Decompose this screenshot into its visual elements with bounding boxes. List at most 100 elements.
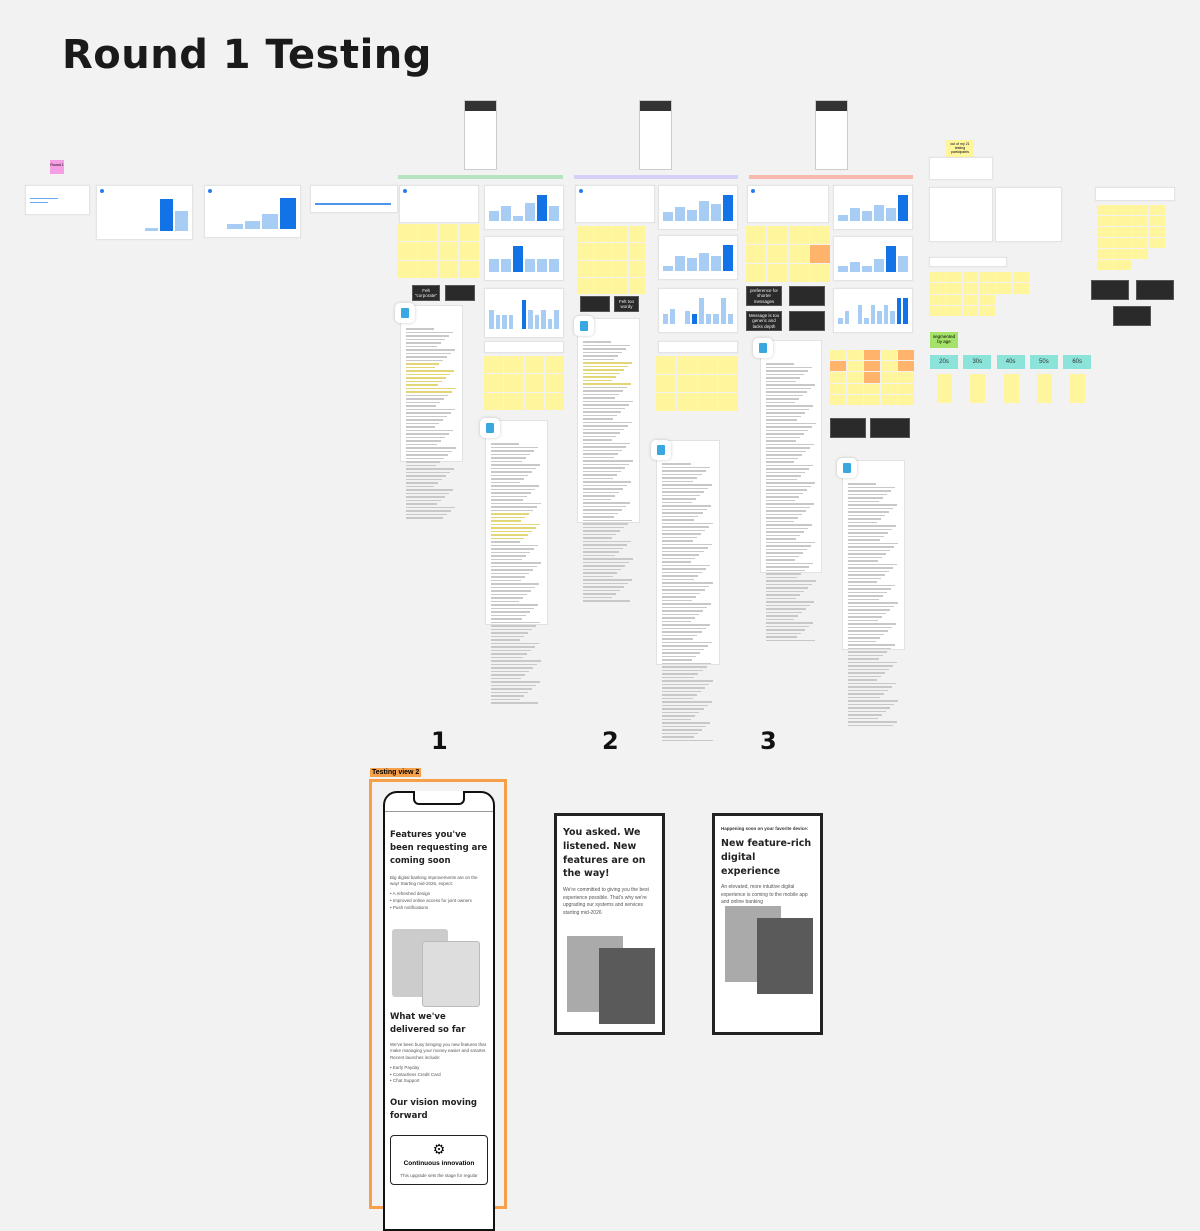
sticky-note[interactable] bbox=[504, 356, 524, 374]
chart-card[interactable] bbox=[658, 235, 738, 280]
question-card[interactable] bbox=[399, 185, 479, 223]
sticky-note[interactable] bbox=[996, 283, 1013, 294]
sticky-note[interactable] bbox=[979, 272, 996, 283]
sticky-note[interactable] bbox=[1114, 216, 1131, 226]
sticky-note[interactable] bbox=[438, 242, 459, 260]
sticky-note[interactable] bbox=[1114, 238, 1131, 248]
note[interactable] bbox=[1136, 280, 1174, 300]
sticky-note[interactable] bbox=[524, 374, 544, 392]
sticky-note[interactable] bbox=[1114, 205, 1131, 215]
sticky-note[interactable] bbox=[746, 245, 767, 263]
sticky-note[interactable] bbox=[962, 272, 979, 283]
sticky-note[interactable] bbox=[881, 350, 897, 361]
note[interactable] bbox=[445, 285, 475, 301]
sticky-note[interactable] bbox=[544, 392, 564, 410]
sticky-note[interactable] bbox=[397, 242, 417, 260]
sticky-note[interactable] bbox=[1114, 227, 1131, 237]
sticky-note[interactable] bbox=[1148, 227, 1165, 237]
transcript-doc[interactable] bbox=[842, 460, 905, 726]
sticky-note[interactable] bbox=[945, 272, 962, 283]
sticky-note[interactable] bbox=[459, 260, 479, 278]
sticky-note[interactable] bbox=[929, 294, 945, 305]
sticky-note[interactable] bbox=[594, 243, 611, 260]
note[interactable] bbox=[789, 286, 825, 306]
sticky-note[interactable] bbox=[611, 277, 628, 294]
transcript-doc[interactable] bbox=[577, 318, 640, 602]
phone-thumbnail[interactable] bbox=[815, 100, 848, 170]
sticky-note[interactable] bbox=[830, 372, 846, 383]
transcript-doc[interactable] bbox=[760, 340, 822, 641]
transcript-doc[interactable] bbox=[656, 440, 720, 741]
sticky-note[interactable] bbox=[1097, 216, 1114, 226]
chart-card[interactable] bbox=[833, 288, 913, 333]
sticky-note[interactable] bbox=[524, 392, 544, 410]
note[interactable] bbox=[870, 418, 910, 438]
table-card[interactable] bbox=[995, 187, 1062, 242]
participants-sticky[interactable]: out of my 21 testing participants bbox=[946, 140, 974, 158]
note-preference-shorter[interactable]: preference for shorter messages bbox=[746, 286, 782, 306]
note[interactable] bbox=[1091, 280, 1129, 300]
sticky-note[interactable] bbox=[577, 260, 594, 277]
sticky-note[interactable] bbox=[438, 224, 459, 242]
note-felt-corporate[interactable]: Felt "corporate" bbox=[412, 285, 440, 301]
sticky-note[interactable] bbox=[898, 372, 914, 383]
question-card[interactable] bbox=[747, 185, 829, 223]
sticky-note[interactable] bbox=[438, 260, 459, 278]
sticky-note[interactable] bbox=[594, 260, 611, 277]
question-card[interactable] bbox=[575, 185, 655, 223]
sticky-note[interactable] bbox=[1131, 227, 1148, 237]
note-felt-too-wordy[interactable]: Felt too wordy bbox=[614, 296, 639, 312]
sticky-note[interactable] bbox=[628, 226, 645, 243]
sticky-note[interactable] bbox=[1132, 260, 1148, 270]
sticky-note[interactable] bbox=[1131, 205, 1148, 215]
sticky-note[interactable] bbox=[594, 226, 611, 243]
sticky-note[interactable] bbox=[929, 283, 945, 294]
phone-thumbnail[interactable] bbox=[639, 100, 672, 170]
sticky-note[interactable] bbox=[459, 242, 479, 260]
sticky-note[interactable] bbox=[1149, 249, 1165, 259]
sticky-note[interactable] bbox=[577, 226, 594, 243]
sticky-note[interactable] bbox=[788, 264, 809, 282]
sticky-note[interactable] bbox=[830, 383, 846, 394]
sticky-note[interactable] bbox=[1097, 249, 1114, 259]
sticky-note[interactable] bbox=[1013, 295, 1029, 305]
sticky-note[interactable] bbox=[676, 356, 697, 374]
frame-label[interactable]: Testing view 2 bbox=[370, 768, 422, 777]
sticky-note[interactable] bbox=[746, 264, 767, 282]
sticky-note[interactable] bbox=[484, 374, 504, 392]
sticky-note[interactable] bbox=[881, 361, 897, 372]
sticky-note[interactable] bbox=[945, 283, 962, 294]
question-card[interactable] bbox=[1095, 187, 1175, 201]
sticky-note[interactable] bbox=[1097, 260, 1114, 270]
sticky-note[interactable] bbox=[656, 356, 676, 374]
phone-thumbnail[interactable] bbox=[464, 100, 497, 170]
note[interactable] bbox=[789, 311, 825, 331]
age-group-20s[interactable]: 20s bbox=[930, 355, 958, 369]
sticky-note[interactable] bbox=[484, 356, 504, 374]
variant-3-frame[interactable]: Happening soon on your favorite device: … bbox=[712, 813, 823, 1035]
sticky-note[interactable] bbox=[1149, 260, 1165, 270]
question-card[interactable] bbox=[484, 341, 564, 353]
sticky-note[interactable] bbox=[417, 242, 438, 260]
sticky-note[interactable] bbox=[788, 245, 809, 263]
sticky-note[interactable] bbox=[1097, 205, 1114, 215]
sticky-note[interactable] bbox=[611, 226, 628, 243]
sticky-note[interactable] bbox=[1148, 238, 1165, 248]
sticky-note[interactable] bbox=[830, 361, 846, 372]
sticky-note[interactable] bbox=[937, 374, 952, 403]
sticky-note[interactable] bbox=[881, 372, 897, 383]
sticky-note[interactable] bbox=[1013, 272, 1029, 283]
sticky-note[interactable] bbox=[1070, 374, 1086, 403]
sticky-note[interactable] bbox=[1036, 374, 1052, 403]
sticky-note[interactable] bbox=[847, 372, 863, 383]
slider-card[interactable] bbox=[310, 185, 398, 213]
chart-card[interactable] bbox=[484, 185, 564, 230]
sticky-note[interactable] bbox=[898, 350, 914, 361]
sticky-note[interactable] bbox=[979, 283, 996, 294]
sticky-note[interactable] bbox=[524, 356, 544, 374]
sticky-note[interactable] bbox=[544, 356, 564, 374]
sticky-note[interactable] bbox=[996, 306, 1012, 316]
sticky-note[interactable] bbox=[1013, 283, 1029, 294]
sticky-note[interactable] bbox=[767, 226, 788, 244]
sticky-note[interactable] bbox=[898, 361, 914, 372]
